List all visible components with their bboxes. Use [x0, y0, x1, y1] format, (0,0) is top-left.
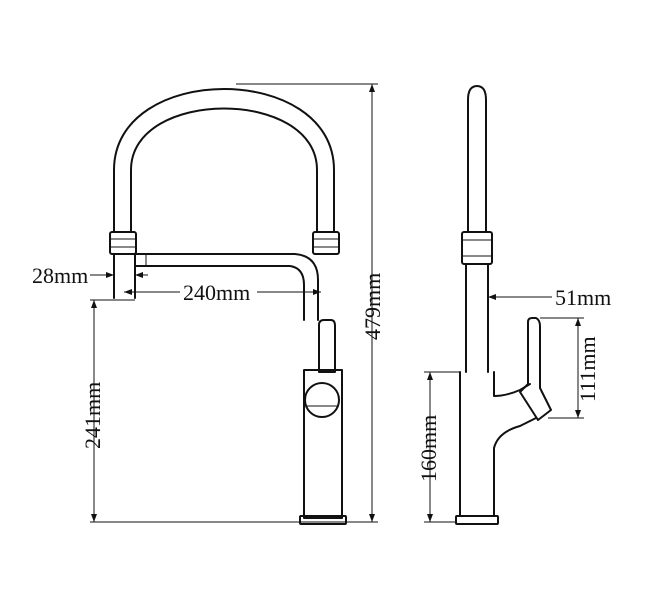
dim-body-diameter-label: 51mm: [555, 285, 611, 310]
dim-reach-label: 240mm: [183, 280, 250, 305]
side-handle-lever: [519, 317, 552, 421]
side-hose-collar: [461, 231, 493, 265]
front-view: [109, 88, 347, 525]
spray-head: [113, 253, 136, 299]
side-hose: [467, 85, 487, 233]
front-dimensions: 28mm 240mm 241mm 479mm: [32, 83, 385, 523]
arched-hose: [113, 88, 335, 233]
side-base-flange: [455, 515, 499, 525]
side-view: [455, 85, 552, 525]
dim-body-height-label: 160mm: [416, 415, 441, 482]
side-dimensions: 51mm 111mm 160mm: [416, 285, 611, 523]
right-hose-collar: [312, 231, 340, 255]
dim-spout-height-label: 241mm: [80, 382, 105, 449]
front-faucet-body: [303, 369, 343, 519]
side-faucet-body: [459, 371, 537, 517]
left-hose-collar: [109, 231, 137, 255]
front-base-flange: [299, 515, 347, 525]
handle-hub: [304, 382, 340, 418]
dim-sprayer-offset-label: 28mm: [32, 263, 88, 288]
spout-arm: [134, 253, 319, 321]
dim-handle-height-label: 111mm: [575, 336, 600, 402]
dim-total-height-label: 479mm: [360, 273, 385, 340]
front-handle-lever: [318, 319, 336, 373]
side-spout-column: [465, 263, 489, 373]
